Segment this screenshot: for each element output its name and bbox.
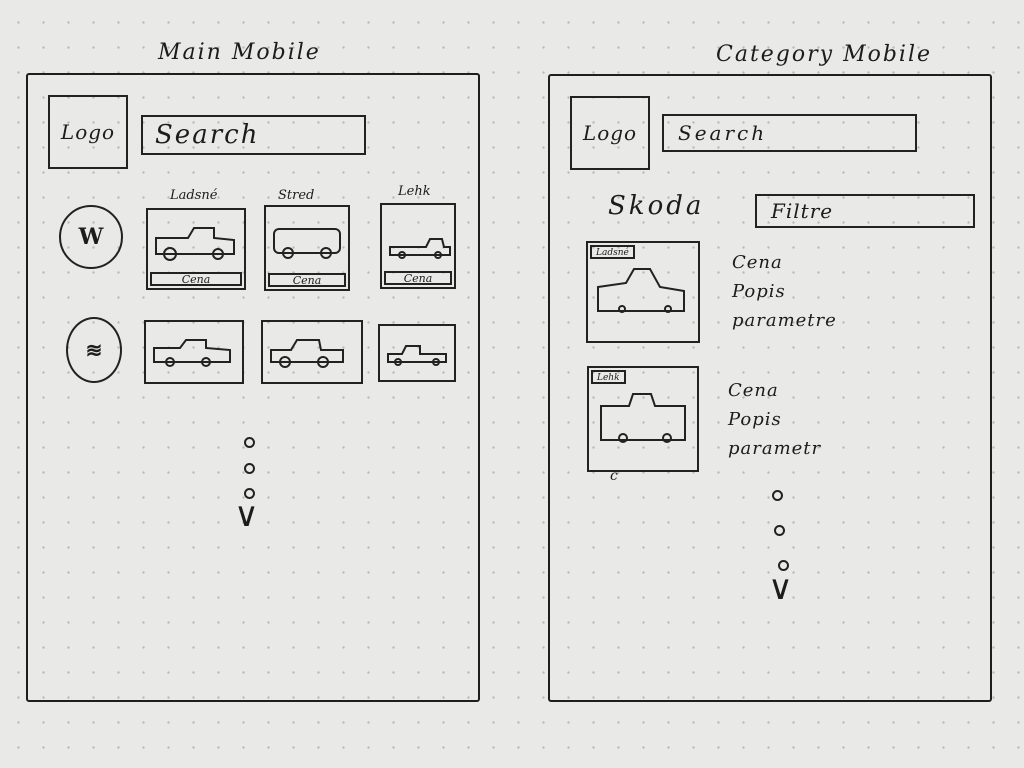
logo-text: Logo bbox=[60, 120, 116, 144]
more-dot bbox=[778, 560, 789, 571]
product-info-1: Cena Popis parametre bbox=[732, 248, 837, 335]
col-label-ladsne: Ladsné bbox=[170, 188, 218, 203]
more-dot bbox=[244, 463, 255, 474]
car-card-stred[interactable]: Cena bbox=[264, 205, 350, 291]
category-mobile-frame: Logo Search Skoda Filtre Ladsné Cena Pop… bbox=[548, 74, 992, 702]
category-heading: Skoda bbox=[608, 191, 705, 221]
category-tag: Ladsné bbox=[590, 245, 635, 259]
main-mobile-title: Main Mobile bbox=[158, 40, 321, 65]
product-parameters: parametr bbox=[728, 438, 822, 459]
search-input[interactable]: Search bbox=[662, 114, 917, 152]
pickup-icon bbox=[387, 345, 447, 366]
chevron-down-icon[interactable]: ∨ bbox=[768, 568, 793, 608]
logo-text: Logo bbox=[582, 121, 638, 145]
product-price: Cena bbox=[732, 252, 783, 273]
item-caption: c bbox=[610, 468, 618, 484]
car-card-row2-2[interactable] bbox=[261, 320, 363, 384]
car-card-ladsne[interactable]: Cena bbox=[146, 208, 246, 290]
suv-icon bbox=[273, 228, 341, 259]
col-label-stred: Stred bbox=[278, 188, 315, 203]
price-label: Cena bbox=[384, 271, 452, 285]
more-dot bbox=[244, 488, 255, 499]
truck-icon bbox=[270, 339, 344, 368]
filter-input[interactable]: Filtre bbox=[755, 194, 975, 228]
col-label-lehk: Lehk bbox=[398, 184, 431, 199]
category-tag: Lehk bbox=[591, 370, 626, 384]
logo-box[interactable]: Logo bbox=[570, 96, 650, 170]
chevron-down-icon[interactable]: ∨ bbox=[234, 495, 259, 535]
price-label: Cena bbox=[268, 273, 346, 287]
car-card-row2-1[interactable] bbox=[144, 320, 244, 384]
search-input[interactable]: Search bbox=[141, 115, 366, 155]
main-mobile-frame: Logo Search Ladsné Stred Lehk W Cena Cen… bbox=[26, 73, 480, 702]
product-description: Popis bbox=[728, 409, 782, 430]
price-label: Cena bbox=[150, 272, 242, 286]
filter-placeholder: Filtre bbox=[771, 199, 834, 223]
more-dot bbox=[244, 437, 255, 448]
suv-icon bbox=[600, 393, 686, 443]
search-placeholder: Search bbox=[155, 120, 260, 150]
category-mobile-title: Category Mobile bbox=[716, 42, 933, 67]
truck-icon bbox=[597, 268, 685, 313]
brand-vw-icon[interactable]: W bbox=[59, 205, 123, 269]
product-price: Cena bbox=[728, 380, 779, 401]
more-dot bbox=[772, 490, 783, 501]
truck-icon bbox=[153, 339, 231, 367]
pickup-icon bbox=[389, 238, 451, 259]
product-info-2: Cena Popis parametr bbox=[728, 376, 821, 463]
product-item-1[interactable]: Ladsné bbox=[586, 241, 700, 343]
product-parameters: parametre bbox=[732, 310, 837, 331]
car-card-row2-3[interactable] bbox=[378, 324, 456, 382]
product-item-2[interactable]: Lehk bbox=[587, 366, 699, 472]
logo-box[interactable]: Logo bbox=[48, 95, 128, 169]
truck-icon bbox=[155, 227, 235, 261]
search-placeholder: Search bbox=[678, 121, 768, 145]
product-description: Popis bbox=[732, 281, 786, 302]
car-card-lehk[interactable]: Cena bbox=[380, 203, 456, 289]
brand-skoda-icon[interactable]: ≋ bbox=[66, 317, 122, 383]
more-dot bbox=[774, 525, 785, 536]
